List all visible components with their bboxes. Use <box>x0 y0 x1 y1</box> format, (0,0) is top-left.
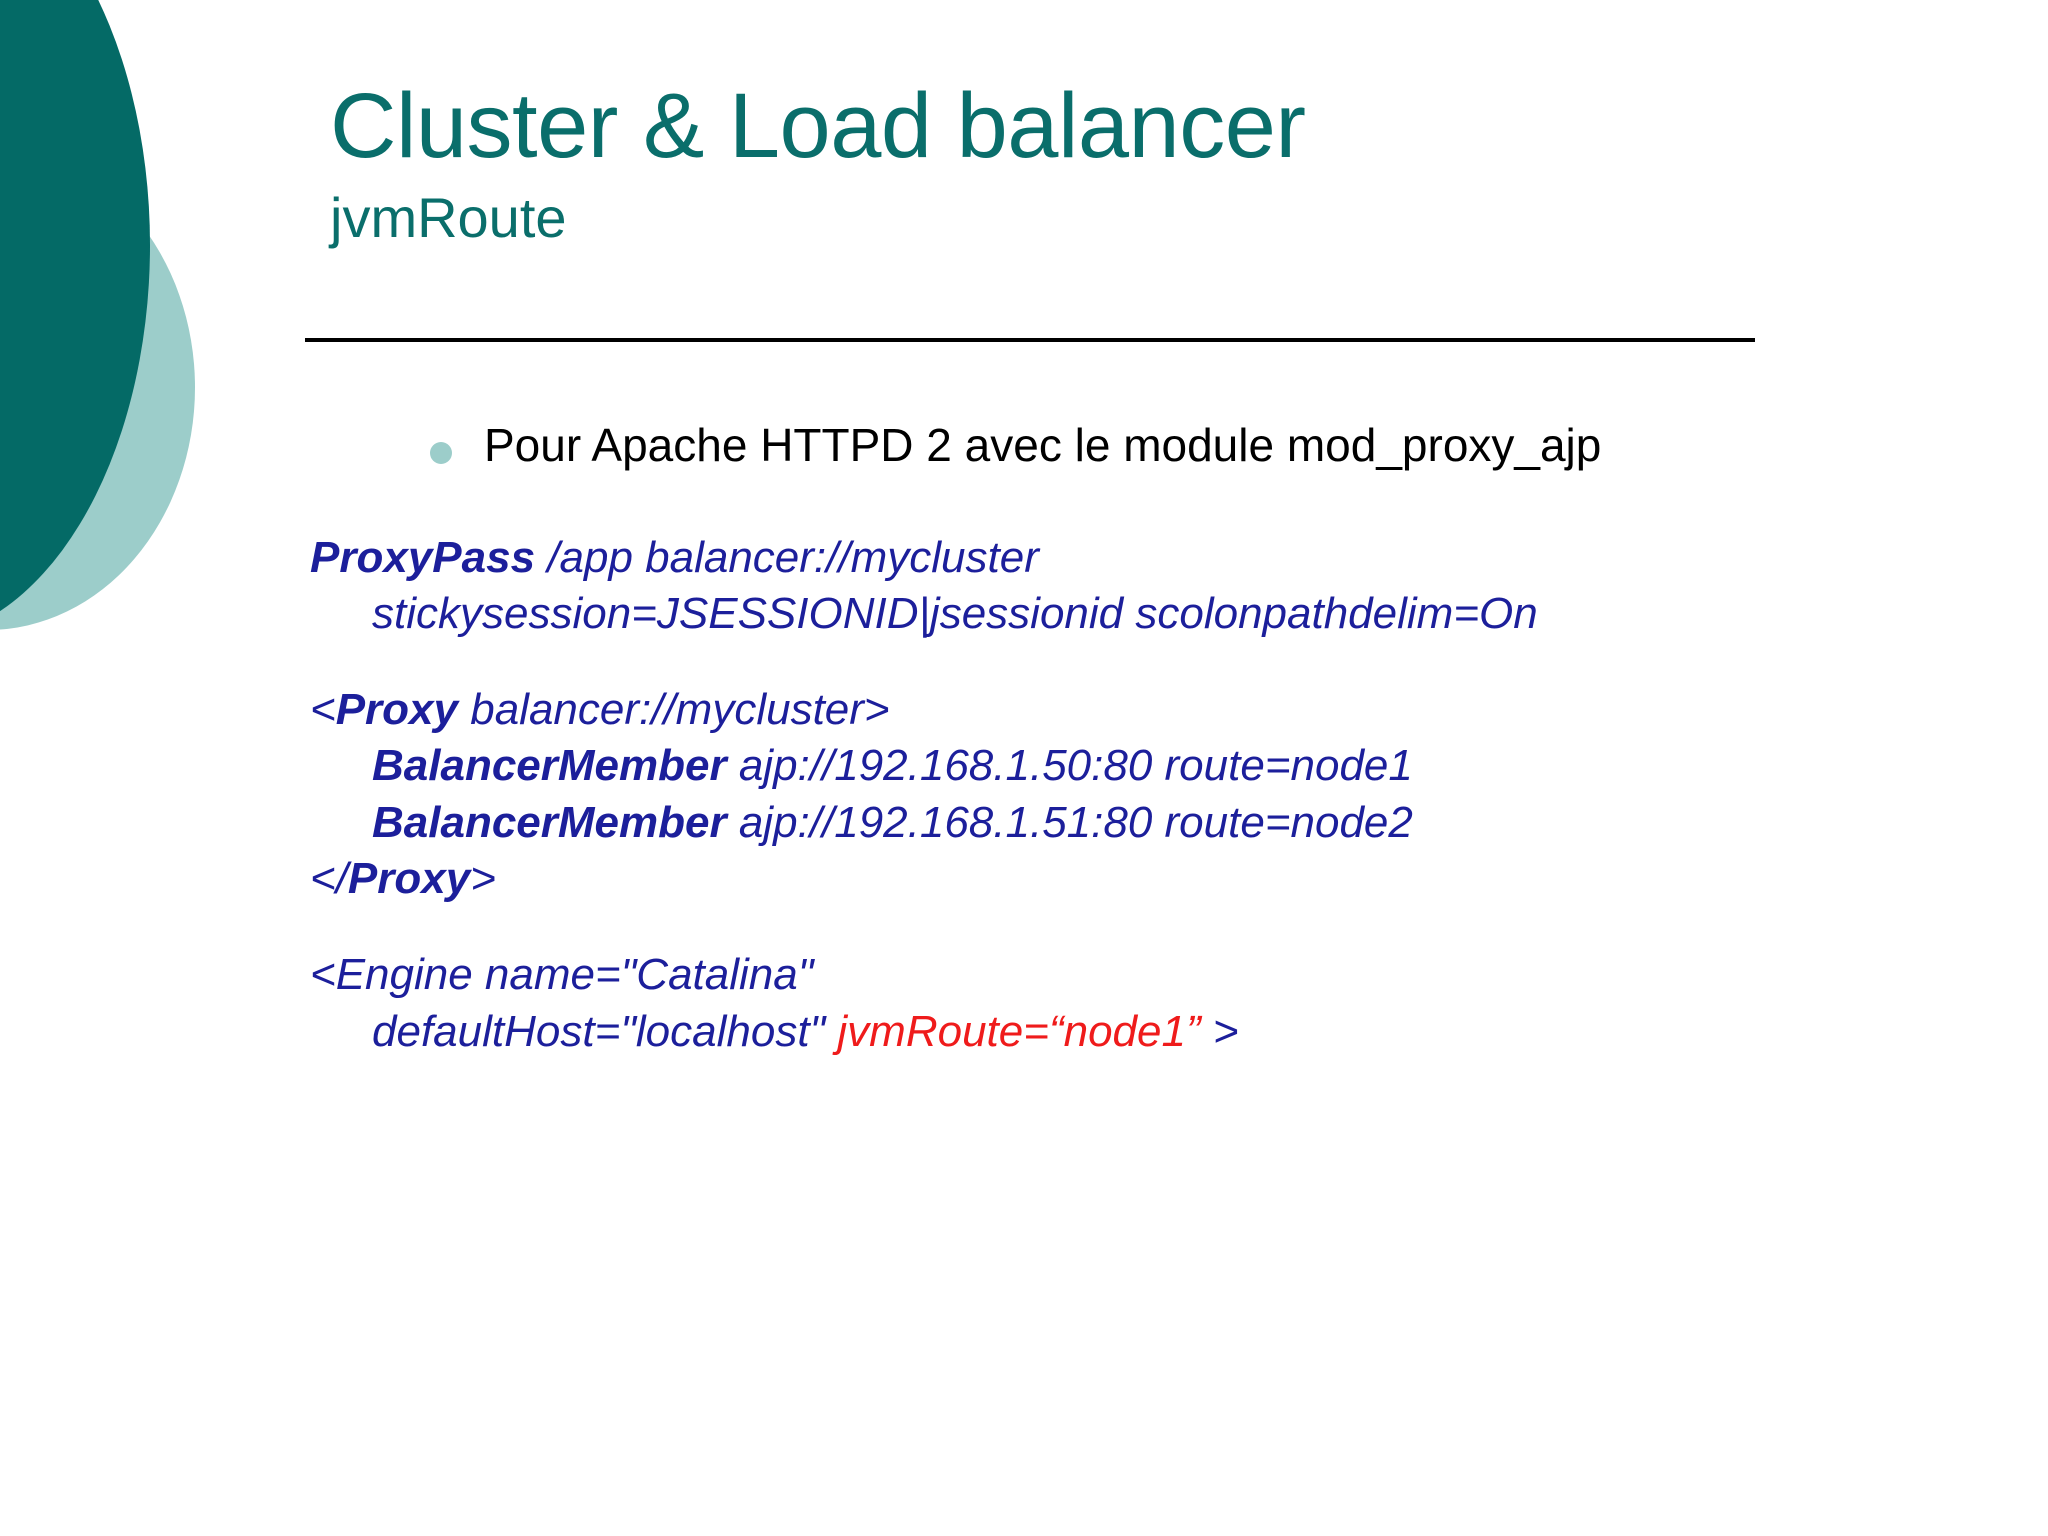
code-keyword: Proxy <box>335 685 458 735</box>
code-highlight-jvmroute: jvmRoute=“node1” <box>837 1006 1201 1056</box>
bullet-dot-icon <box>430 442 452 464</box>
code-text: ajp://192.168.1.51:80 route=node2 <box>726 797 1413 847</box>
code-text: <Engine name="Catalina" <box>310 950 814 1000</box>
code-paragraph-engine: <Engine name="Catalina" defaultHost="loc… <box>310 947 1990 1060</box>
code-text: /app balancer://mycluster <box>535 532 1039 582</box>
decorative-circle-light <box>0 145 195 630</box>
code-block: ProxyPass /app balancer://mycluster stic… <box>310 530 1990 1061</box>
code-line: stickysession=JSESSIONID|jsessionid scol… <box>310 586 1990 642</box>
decorative-circle-dark <box>0 0 150 640</box>
slide-body: Pour Apache HTTPD 2 avec le module mod_p… <box>310 419 1990 1100</box>
code-line: BalancerMember ajp://192.168.1.50:80 rou… <box>310 738 1990 794</box>
code-text: > <box>470 854 496 904</box>
list-item: Pour Apache HTTPD 2 avec le module mod_p… <box>430 419 1990 472</box>
bullet-text: Pour Apache HTTPD 2 avec le module mod_p… <box>484 419 1602 471</box>
code-paragraph-proxy: <Proxy balancer://mycluster> BalancerMem… <box>310 682 1990 907</box>
code-text: > <box>1200 1006 1239 1056</box>
code-text: < <box>310 685 336 735</box>
code-line: ProxyPass /app balancer://mycluster <box>310 530 1990 586</box>
code-line: BalancerMember ajp://192.168.1.51:80 rou… <box>310 795 1990 851</box>
code-line: <Engine name="Catalina" <box>310 947 1990 1003</box>
code-text: ajp://192.168.1.50:80 route=node1 <box>726 741 1413 791</box>
code-text: </ <box>310 854 348 904</box>
code-text: defaultHost="localhost" <box>372 1006 838 1056</box>
code-text: stickysession=JSESSIONID|jsessionid scol… <box>372 588 1538 638</box>
page-title: Cluster & Load balancer <box>330 75 1306 177</box>
code-keyword: BalancerMember <box>372 797 727 847</box>
page-subtitle: jvmRoute <box>330 186 567 249</box>
code-keyword: BalancerMember <box>372 741 727 791</box>
code-keyword: Proxy <box>347 854 471 904</box>
header-divider <box>305 338 1755 342</box>
code-line: </Proxy> <box>310 851 1990 907</box>
code-paragraph-proxypass: ProxyPass /app balancer://mycluster stic… <box>310 530 1990 643</box>
slide-header: Cluster & Load balancer jvmRoute <box>330 80 1760 246</box>
code-line: defaultHost="localhost" jvmRoute=“node1”… <box>310 1004 1990 1060</box>
code-keyword: ProxyPass <box>310 532 536 582</box>
code-line: <Proxy balancer://mycluster> <box>310 682 1990 738</box>
code-text: balancer://mycluster> <box>458 685 890 735</box>
